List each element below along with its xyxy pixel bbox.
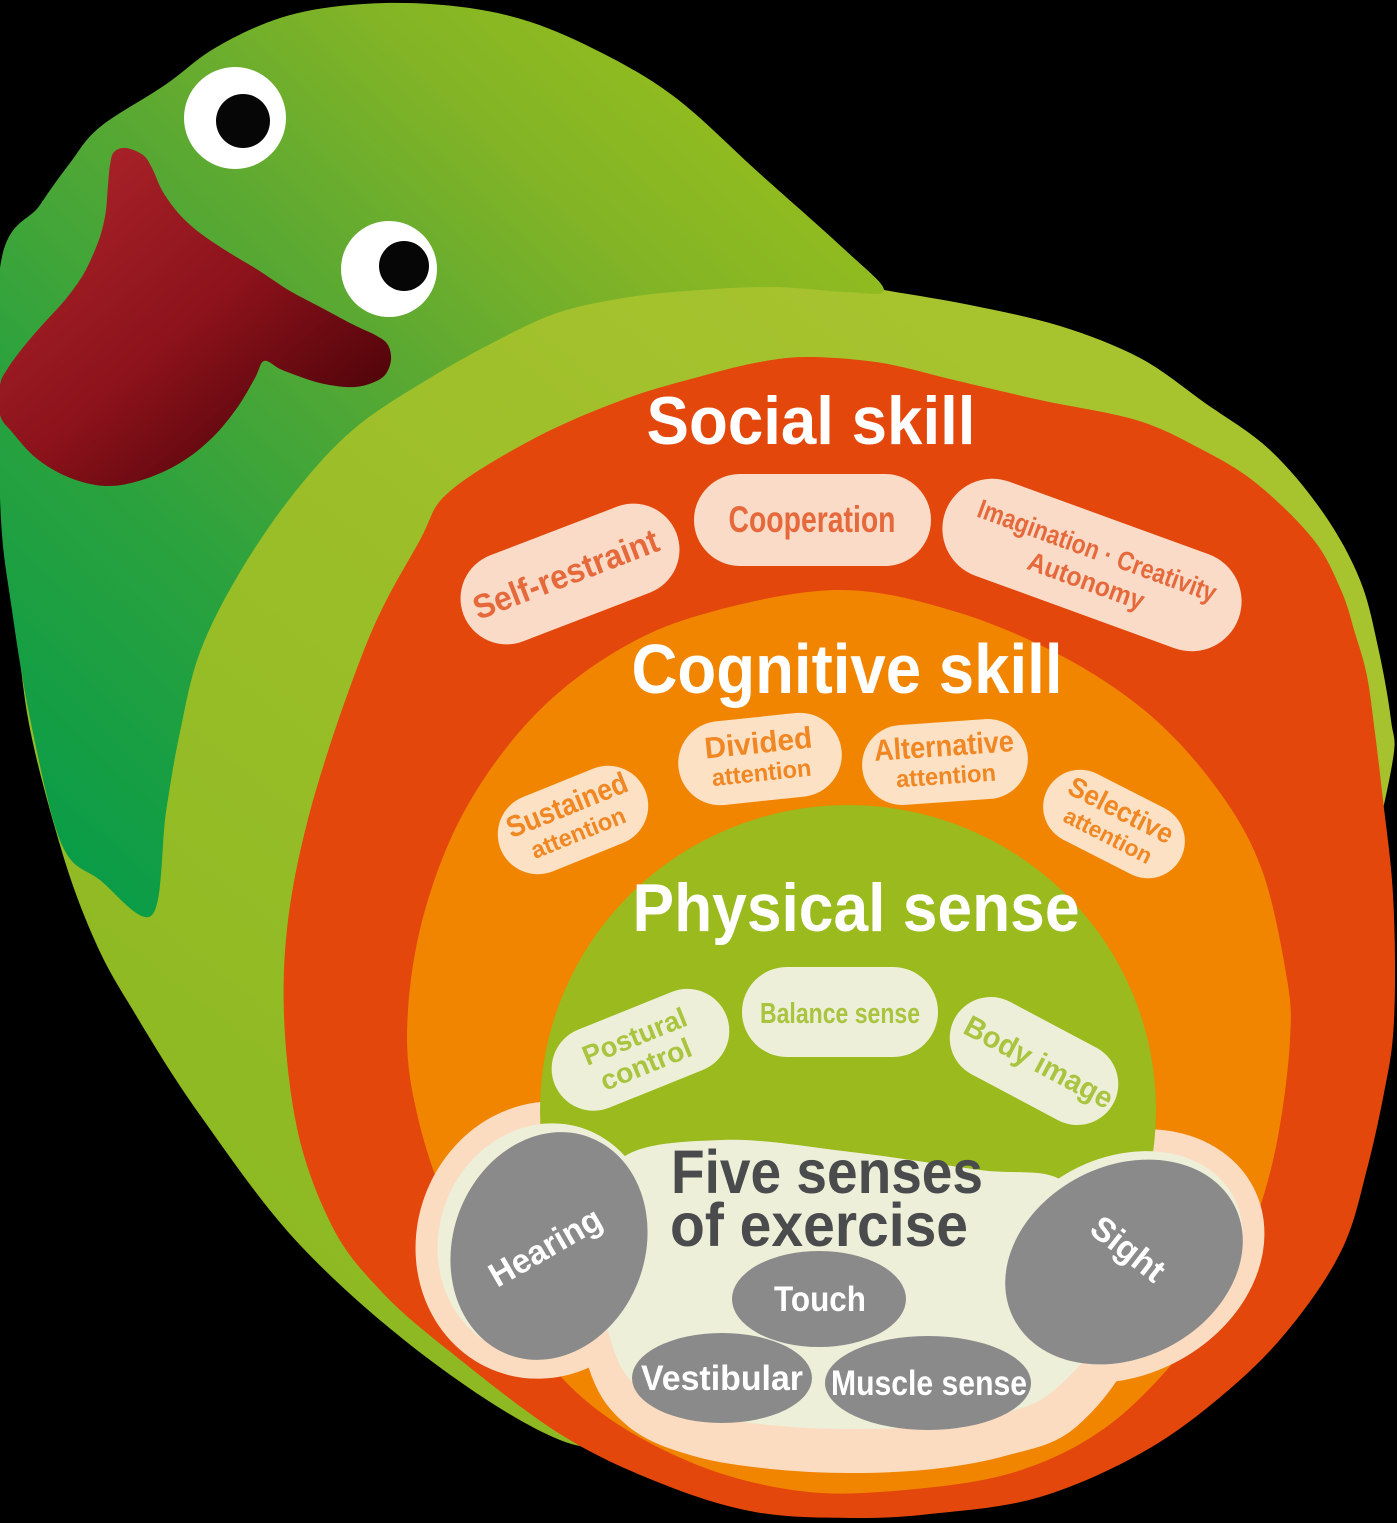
svg-text:Cognitive skill: Cognitive skill (632, 630, 1063, 708)
svg-text:Five senses: Five senses (671, 1138, 983, 1206)
svg-text:Muscle sense: Muscle sense (831, 1364, 1027, 1403)
svg-text:Balance sense: Balance sense (760, 998, 920, 1030)
svg-text:Cooperation: Cooperation (729, 499, 896, 540)
svg-text:Social skill: Social skill (647, 383, 976, 459)
svg-text:of exercise: of exercise (670, 1191, 968, 1259)
svg-text:Vestibular: Vestibular (641, 1359, 803, 1398)
svg-text:Physical sense: Physical sense (633, 870, 1080, 946)
svg-text:Touch: Touch (774, 1280, 866, 1319)
